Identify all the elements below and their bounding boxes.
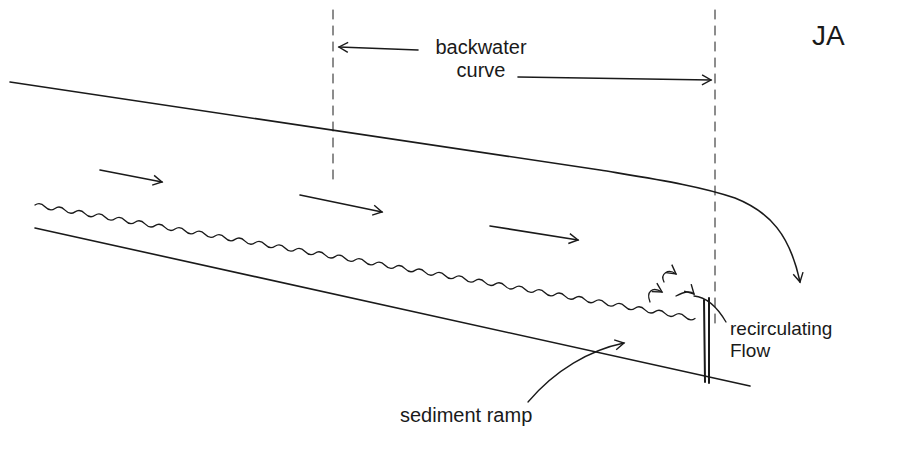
water-surface	[10, 82, 800, 282]
channel-bed	[35, 228, 750, 386]
extent-line	[333, 10, 334, 182]
callout-label: sediment ramp	[400, 404, 532, 427]
extent-line	[715, 10, 716, 330]
flow-arrow	[490, 226, 578, 240]
eddy-arrow	[663, 272, 676, 282]
extent-arrow	[339, 47, 418, 50]
leader-line	[694, 296, 726, 322]
extent-label: backwater curve	[425, 36, 537, 82]
flow-arrow	[100, 170, 162, 182]
extent-arrow	[518, 77, 711, 80]
leader-line	[528, 343, 624, 402]
callout-label: recirculating Flow	[730, 318, 862, 362]
weir-wall	[704, 298, 709, 383]
eddy-arrow	[676, 292, 694, 296]
author-initials: JA	[812, 20, 845, 52]
eddy-arrow	[649, 290, 662, 302]
sediment-surface	[35, 204, 695, 320]
flow-arrow	[300, 195, 382, 212]
